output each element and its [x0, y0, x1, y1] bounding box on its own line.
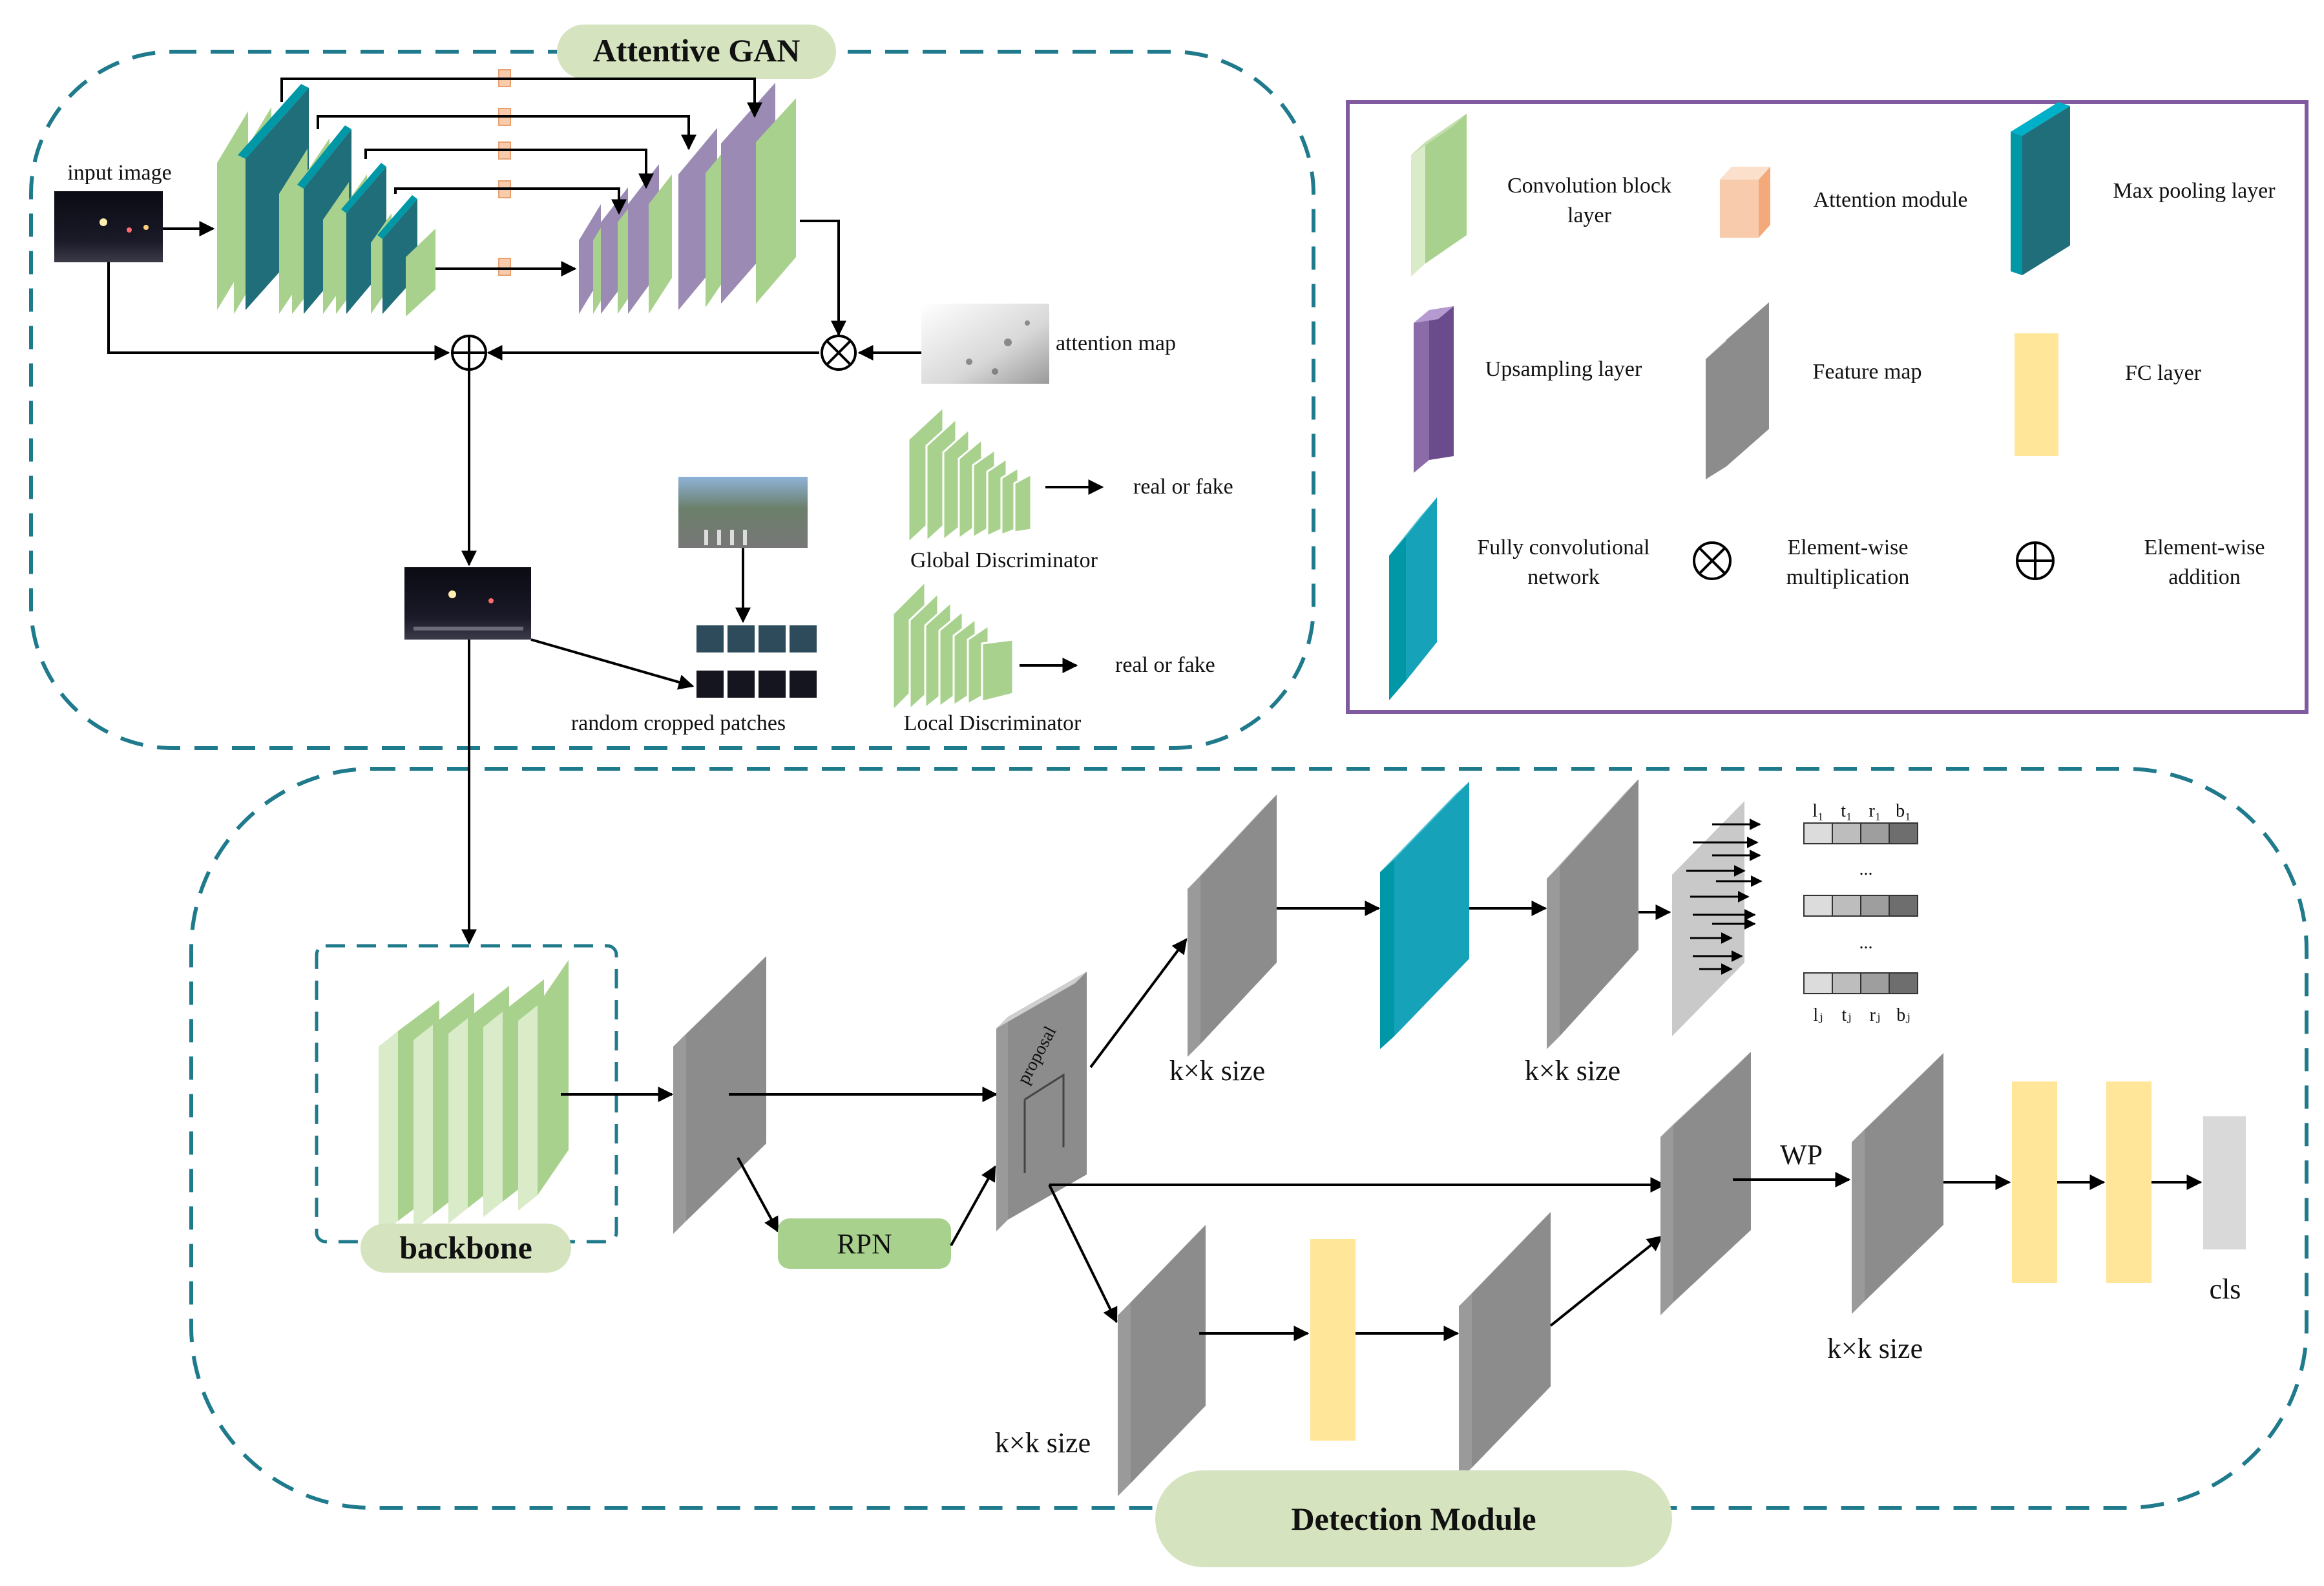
rpn-label: RPN: [837, 1228, 892, 1260]
legend-conv-block-label-1: Convolution block: [1507, 174, 1671, 198]
legend-upsampling-label: Upsampling layer: [1485, 357, 1642, 381]
svg-text:rⱼ: rⱼ: [1870, 1005, 1881, 1025]
fusion-feature-map: [1660, 1052, 1751, 1315]
legend-multiply-label-2: multiplication: [1786, 565, 1910, 589]
backbone-block: [379, 960, 569, 1236]
fcn-block: [1380, 782, 1469, 1049]
bottom-fc-layer: [1310, 1239, 1356, 1441]
legend-fc-icon: [2015, 333, 2058, 456]
bottom-roi-feature-map: [1118, 1225, 1206, 1496]
legend-upsampling-icon: [1414, 306, 1454, 473]
fc-layer-2: [2106, 1081, 2151, 1283]
legend-add-label-2: addition: [2168, 565, 2240, 589]
legend-max-pooling-label: Max pooling layer: [2113, 179, 2276, 203]
fc-layer-1: [2012, 1081, 2057, 1283]
skip-connections: [280, 78, 762, 277]
gan-title-pill: [557, 25, 836, 79]
input-image-lights: [99, 218, 149, 233]
feature-map-1: [673, 956, 766, 1234]
legend-fc-label: FC layer: [2125, 361, 2202, 385]
legend-add-label-1: Element-wise: [2144, 536, 2265, 559]
decoder-stage-3: [628, 164, 672, 314]
random-patches-label: random cropped patches: [571, 711, 786, 735]
proposal-feature-map: [996, 972, 1087, 1231]
backbone-pill: [361, 1224, 571, 1273]
decoder-stage-5: [721, 83, 796, 304]
legend-add-icon: [2016, 541, 2055, 580]
global-real-or-fake: real or fake: [1133, 475, 1233, 499]
legend-attention-module-icon: [1720, 167, 1770, 238]
wp-feature-map: [1852, 1053, 1943, 1314]
legend-attention-module-label: Attention module: [1814, 188, 1968, 212]
svg-text:b₁: b₁: [1896, 801, 1911, 821]
svg-text:lⱼ: lⱼ: [1813, 1005, 1823, 1025]
multiply-operator-icon: [821, 335, 857, 371]
attention-map-texture: [966, 320, 1030, 375]
rpn-box: [778, 1218, 951, 1269]
bottom-output-feature-map: [1459, 1212, 1551, 1481]
kxk-size-4: k×k size: [995, 1427, 1091, 1459]
global-discriminator-label: Global Discriminator: [910, 548, 1098, 572]
legend-fcn-label-2: network: [1527, 565, 1599, 589]
add-operator-icon: [451, 335, 487, 371]
local-discriminator-label: Local Discriminator: [904, 711, 1082, 735]
svg-text:l₁: l₁: [1812, 801, 1824, 821]
cls-output-block: [2203, 1116, 2246, 1249]
kxk-size-2: k×k size: [1525, 1055, 1620, 1087]
kxk-size-1: k×k size: [1169, 1055, 1265, 1087]
fake-patches: [696, 671, 817, 698]
input-image-label: input image: [67, 161, 171, 185]
detection-title-pill: [1155, 1470, 1672, 1567]
legend-conv-block-icon: [1411, 142, 1425, 277]
backbone-label: backbone: [399, 1229, 532, 1266]
legend-fcn-icon: [1389, 497, 1437, 700]
legend-conv-block-label-2: layer: [1567, 203, 1612, 227]
regression-vector-bottom: [1803, 972, 1918, 994]
top-roi-feature-map: [1188, 795, 1277, 1057]
regression-plane: [1672, 801, 1744, 1036]
svg-text:bⱼ: bⱼ: [1896, 1005, 1910, 1025]
regression-vector-top: [1803, 822, 1918, 844]
attention-map-image: [921, 304, 1049, 384]
regression-ellipsis-1: ...: [1859, 859, 1873, 879]
local-real-or-fake: real or fake: [1115, 653, 1215, 677]
gan-title: Attentive GAN: [593, 32, 801, 68]
svg-text:t₁: t₁: [1841, 801, 1852, 821]
global-discriminator-block: [907, 404, 1032, 545]
regression-ellipsis-2: ...: [1859, 933, 1873, 953]
legend-fcn-label-1: Fully convolutional: [1477, 536, 1649, 559]
real-patches: [696, 625, 817, 652]
regression-labels-bottom: lⱼ tⱼ rⱼ bⱼ: [1813, 1005, 1910, 1025]
encoder-stage-5: [406, 229, 435, 317]
wp-label: WP: [1780, 1139, 1823, 1171]
legend-feature-map-icon: [1706, 302, 1769, 479]
legend-multiply-icon: [1693, 541, 1732, 580]
attention-modules: [498, 69, 511, 276]
svg-text:r₁: r₁: [1869, 801, 1881, 821]
svg-text:tⱼ: tⱼ: [1841, 1005, 1851, 1025]
encoder-stage-4: [371, 195, 417, 314]
regression-labels-top: l₁ t₁ r₁ b₁: [1812, 801, 1911, 821]
attention-map-label: attention map: [1056, 331, 1176, 355]
local-discriminator-block: [892, 579, 1014, 713]
regression-arrows: [1686, 819, 1763, 975]
kxk-size-3: k×k size: [1827, 1333, 1923, 1364]
top-output-feature-map: [1547, 779, 1638, 1049]
encoder-stage-1: [217, 84, 309, 314]
cls-label: cls: [2210, 1273, 2241, 1305]
detection-title: Detection Module: [1291, 1501, 1536, 1537]
legend-box: [1346, 100, 2308, 714]
legend-feature-map-label: Feature map: [1813, 360, 1922, 384]
legend-max-pooling-icon: [2011, 102, 2070, 275]
legend-multiply-label-1: Element-wise: [1788, 536, 1909, 559]
regression-vector-middle: [1803, 895, 1918, 917]
